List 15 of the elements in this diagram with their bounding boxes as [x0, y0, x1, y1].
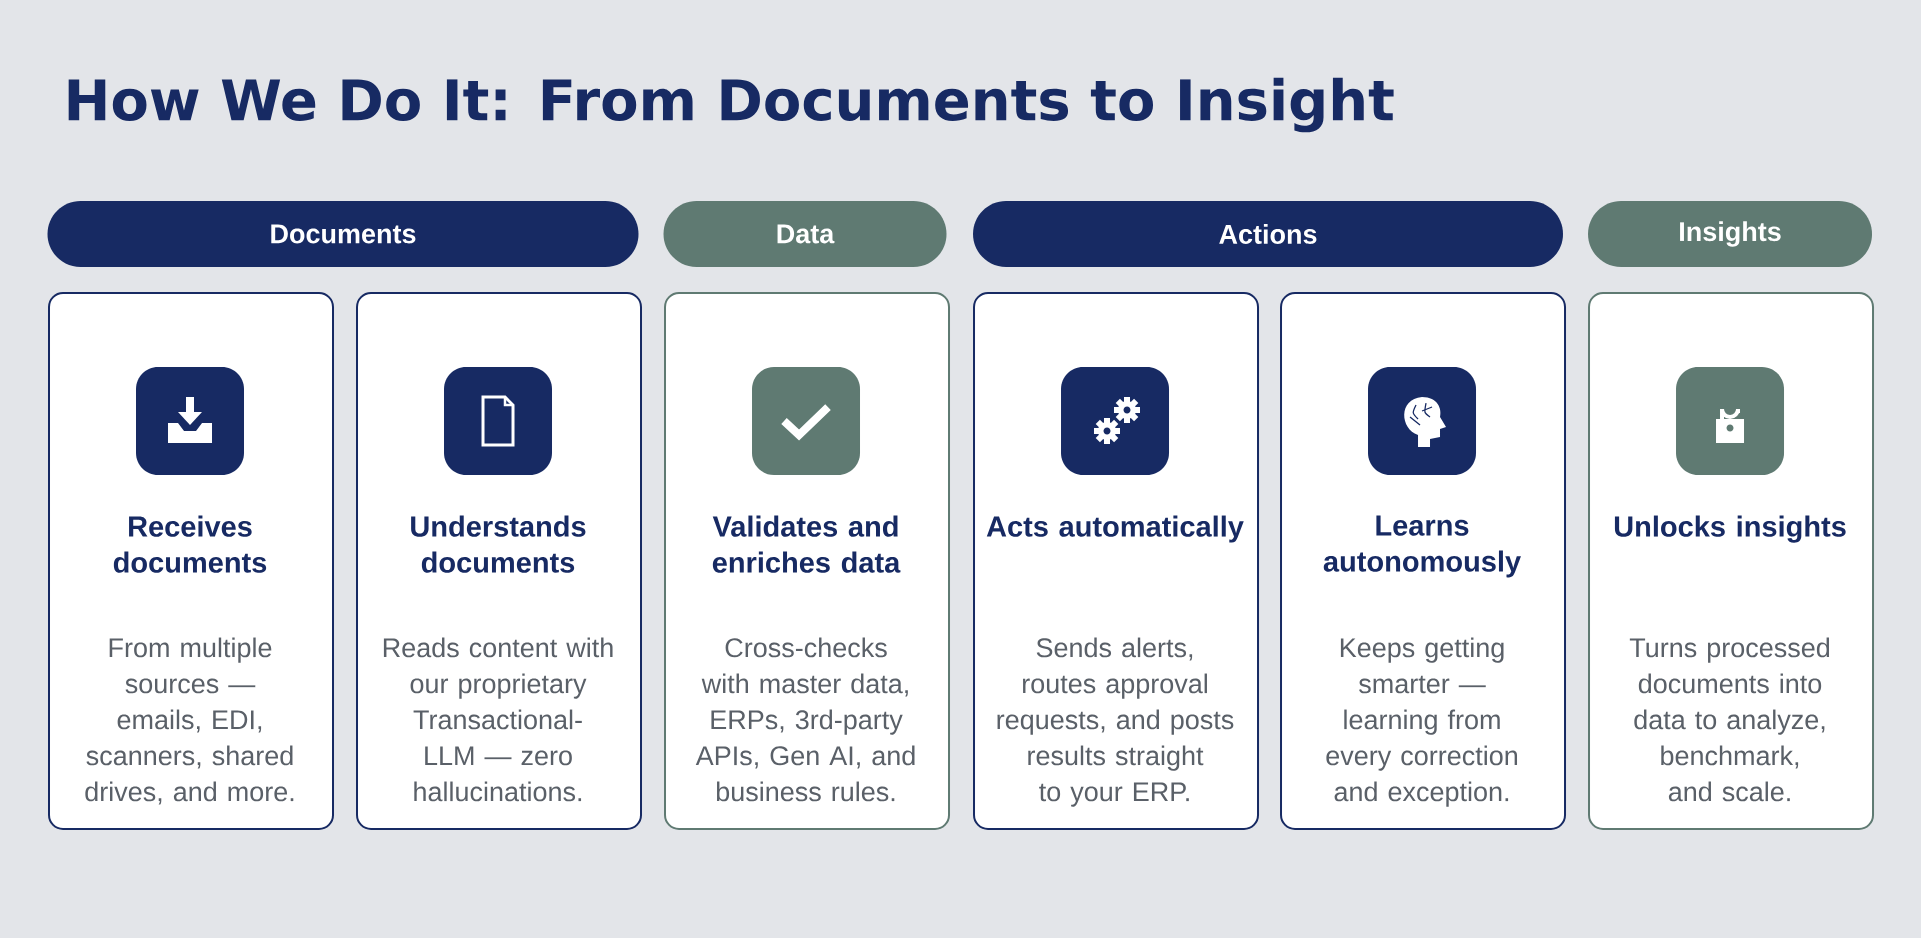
category-pill: Data: [663, 201, 947, 267]
node-label: Sends alerts, routes approval requests, and posts results straight to your ERP.: [997, 637, 1234, 807]
step-card: Receives documents From multiple sources — emails, EDI, scanners, shared drives, and more.: [48, 292, 334, 830]
step-card: Unlocks insights Turns processed documents into data to analyze, benchmark, and scale.: [1588, 292, 1874, 830]
page-title: How We Do It: From Documents to Insight: [68, 77, 1394, 133]
category-pill: Insights: [1588, 201, 1872, 267]
step-card: Acts automatically Sends alerts, routes approval requests, and posts results straight to your ERP.: [973, 292, 1259, 830]
node-label: Unlocks insights: [1614, 515, 1846, 543]
step-card: Learns autonomously Keeps getting smarter — learning from every correction and exception.: [1280, 292, 1566, 830]
step-card: Understands documents Reads content with our proprietary Transactional-LLM — zero hallucinations.: [356, 292, 642, 830]
node-label: Acts automatically: [986, 515, 1244, 543]
step-card: Validates and enriches data Cross-checks with master data, ERPs, 3rd-party APIs, Gen AI, and business rules.: [664, 292, 950, 830]
node-label: Turns processed documents into data to analyze, benchmark, and scale.: [1629, 637, 1830, 802]
category-pill: Documents: [47, 201, 639, 267]
category-pill: Actions: [973, 201, 1563, 267]
